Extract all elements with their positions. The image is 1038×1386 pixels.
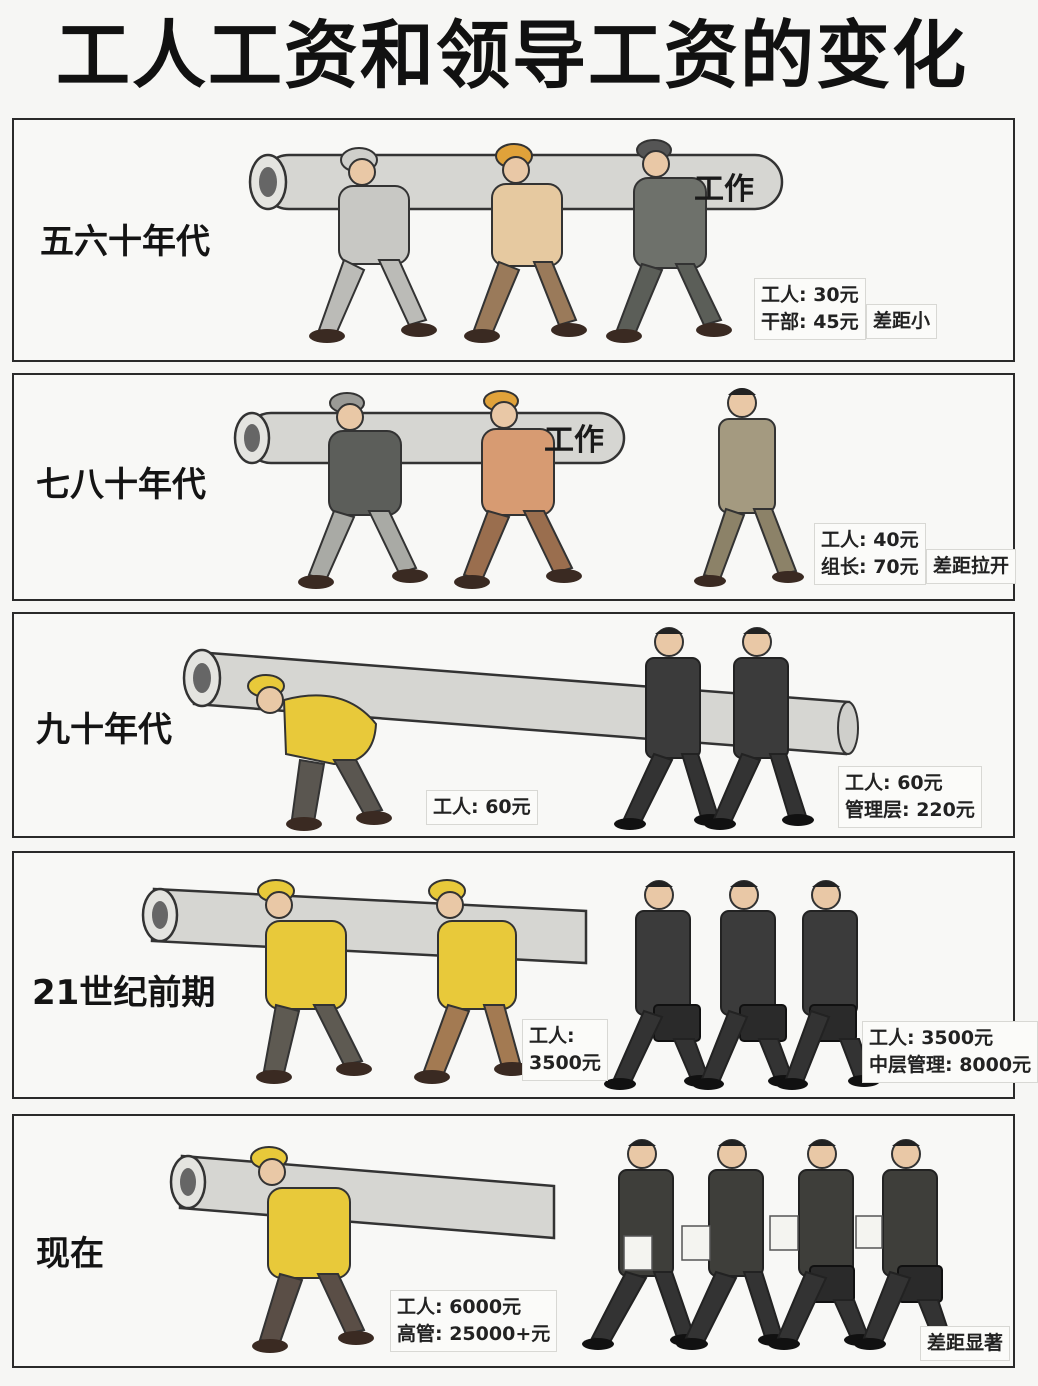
manager-figure — [604, 880, 716, 1090]
panel-present: 现在 工人: 6000元 高管: 25000+元 差距显著 — [12, 1114, 1015, 1368]
wage-note: 工人: 40元 组长: 70元 — [814, 523, 926, 585]
worker-figure — [250, 1146, 374, 1353]
wage-note: 工人: 60元 管理层: 220元 — [838, 766, 982, 828]
era-label: 五六十年代 — [40, 222, 210, 262]
panel-1970s-80s: 工作 七八十年代 工人: 40元 组长: 70元 差距拉开 — [12, 373, 1017, 601]
panel-2-illustration — [233, 388, 804, 589]
wage-line: 管理层: 220元 — [845, 799, 975, 821]
worker-figure — [298, 392, 428, 589]
manager-figure — [704, 627, 814, 830]
pipe-work-label: 工作 — [694, 172, 754, 207]
wage-note: 工人: 6000元 高管: 25000+元 — [390, 1290, 558, 1352]
panel-1990s: 九十年代 工人: 60元 工人: 60元 管理层: 220元 — [12, 612, 1015, 838]
gap-note: 差距小 — [866, 304, 938, 339]
wage-note: 工人: 3500元 中层管理: 8000元 — [862, 1021, 1038, 1083]
wage-line: 组长: 70元 — [821, 556, 919, 578]
panel-5-illustration — [169, 1139, 958, 1353]
era-label: 21世纪前期 — [32, 973, 216, 1013]
era-label: 现在 — [36, 1234, 104, 1274]
wage-line: 工人: 3500元 — [869, 1027, 994, 1049]
worker-figure — [309, 147, 437, 343]
gap-text: 差距显著 — [927, 1332, 1004, 1354]
supervisor-figure — [694, 388, 804, 587]
gap-note: 差距拉开 — [926, 549, 1017, 584]
worker-figure — [464, 143, 587, 343]
era-label: 九十年代 — [36, 710, 172, 750]
executive-figure — [854, 1139, 958, 1350]
wage-line: 3500元 — [529, 1052, 601, 1074]
worker-figure — [256, 879, 372, 1084]
wage-note: 工人: 3500元 — [522, 1019, 608, 1081]
panel-4-illustration — [141, 879, 880, 1090]
worker-figure — [247, 674, 392, 831]
worker-figure — [414, 879, 530, 1084]
worker-figure — [606, 139, 732, 343]
manager-figure — [692, 880, 800, 1090]
gap-text: 差距拉开 — [933, 555, 1010, 577]
worker-figure — [454, 390, 582, 589]
wage-line: 工人: 60元 — [433, 796, 531, 818]
wage-line: 工人: — [529, 1025, 575, 1047]
wage-line: 中层管理: 8000元 — [869, 1054, 1032, 1076]
work-pipe — [169, 1154, 556, 1240]
page-title: 工人工资和领导工资的变化 — [56, 13, 968, 99]
panel-1-illustration — [248, 139, 784, 343]
work-pipe — [141, 887, 588, 965]
gap-text: 差距小 — [873, 310, 931, 332]
panel-1950s-60s: 工作 五六十年代 工人: 30元 干部: 45元 差距小 — [12, 118, 1015, 362]
wage-line: 工人: 40元 — [821, 529, 919, 551]
manager-figure — [614, 627, 726, 830]
wage-note: 工人: 30元 干部: 45元 — [754, 278, 866, 340]
manager-figure — [776, 880, 880, 1090]
era-label: 七八十年代 — [36, 465, 206, 505]
panel-early-21st-century: 21世纪前期 工人: 3500元 工人: 3500元 中层管理: 8000元 — [12, 851, 1038, 1099]
wage-line: 工人: 6000元 — [397, 1296, 522, 1318]
wage-note: 工人: 60元 — [426, 790, 538, 825]
panel-3-illustration — [182, 627, 859, 831]
wage-line: 高管: 25000+元 — [397, 1323, 551, 1345]
executive-figure — [676, 1139, 790, 1350]
executive-figure — [768, 1139, 876, 1350]
wage-line: 工人: 60元 — [845, 772, 943, 794]
wage-line: 干部: 45元 — [761, 311, 859, 333]
gap-note: 差距显著 — [920, 1326, 1011, 1361]
pipe-work-label: 工作 — [544, 423, 604, 458]
wage-line: 工人: 30元 — [761, 284, 859, 306]
